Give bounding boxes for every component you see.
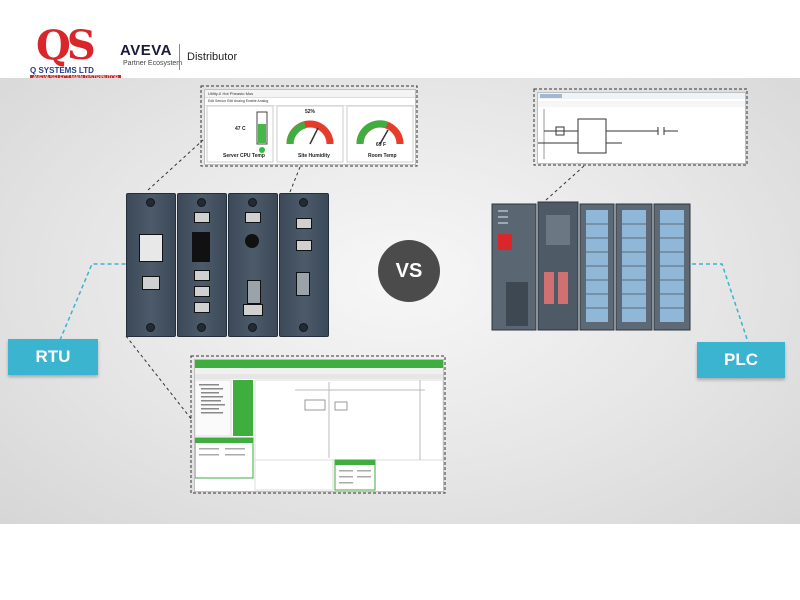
screw-icon	[146, 198, 155, 207]
dashboard-gauges	[206, 105, 414, 163]
rtu-module-4	[279, 193, 329, 337]
gauge-value-cpu: 47 C	[235, 126, 246, 132]
software-ui	[194, 360, 444, 491]
gauge-label-cpu: Server CPU Temp	[223, 153, 265, 159]
aveva-partner-text: Partner Ecosystem	[123, 60, 183, 67]
gauge-value-room: 69 F	[376, 142, 387, 148]
aveva-logo: AVEVA	[120, 42, 172, 59]
rtu-module-3	[228, 193, 278, 337]
qs-logo-mark: QS	[36, 22, 96, 69]
plc-ladder-connector	[545, 164, 586, 201]
header-divider	[179, 44, 180, 70]
plc-io-modules	[579, 203, 691, 331]
company-name: Q SYSTEMS LTD	[30, 66, 94, 75]
screw-icon	[197, 198, 206, 207]
rtu-dashboard-connector	[147, 139, 204, 191]
gauge-value-humidity: 52%	[305, 109, 316, 115]
header: QS Q SYSTEMS LTD AVEVA SELECT MAIN DISTR…	[0, 0, 800, 81]
screw-icon	[248, 198, 257, 207]
dashboard-title: Utility-II Hot Pheasto Mus	[205, 90, 415, 98]
rtu-teal-connector	[59, 263, 126, 341]
screw-icon	[248, 323, 257, 332]
gauge-label-room: Room Temp	[368, 153, 397, 159]
ladder-frame	[533, 88, 748, 166]
rtu-software-screen	[194, 359, 444, 492]
screw-icon	[146, 323, 155, 332]
distributor-text: Distributor	[187, 51, 238, 63]
ladder-diagram	[538, 93, 745, 159]
software-frame	[190, 355, 446, 494]
screw-icon	[299, 323, 308, 332]
rtu-module-1	[126, 193, 176, 337]
plc-teal-connector	[692, 263, 749, 343]
plc-label: PLC	[697, 342, 785, 378]
ladder-logic-screen	[537, 92, 746, 164]
dashboard-frame	[200, 85, 418, 167]
rtu-dashboard-connector-2	[289, 166, 301, 193]
plc-module-2	[537, 201, 579, 331]
screw-icon	[197, 323, 206, 332]
status-led	[259, 147, 265, 153]
vs-badge: VS	[378, 240, 440, 302]
dashboard-screen: Utility-II Hot Pheasto Mus Edit Sensor E…	[204, 89, 416, 165]
rtu-label: RTU	[8, 339, 98, 375]
gauge-label-humidity: Site Humidity	[298, 153, 330, 159]
plc-cpu-module	[491, 203, 537, 331]
screw-icon	[299, 198, 308, 207]
rtu-module-2	[177, 193, 227, 337]
